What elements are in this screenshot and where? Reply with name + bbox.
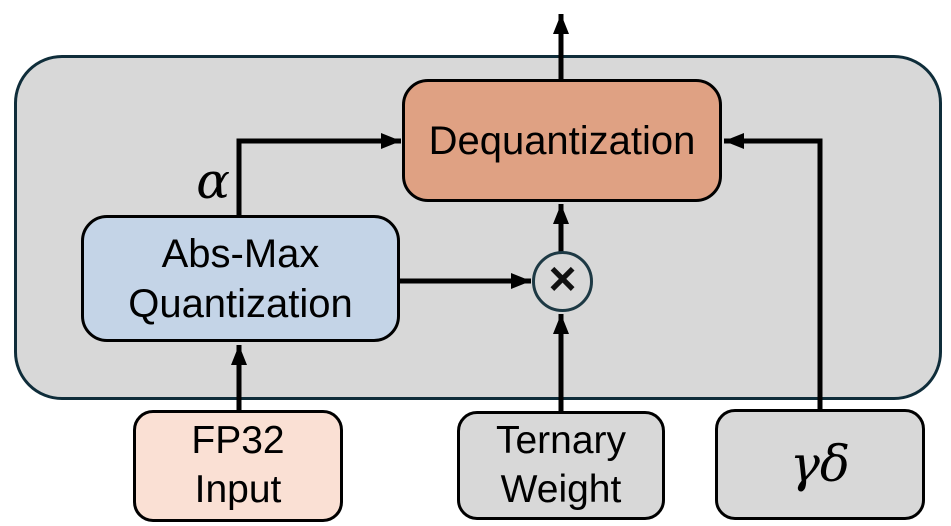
ternary-label-line2: Weight xyxy=(500,467,622,511)
absmax-quantization-node: Abs-Max Quantization xyxy=(81,215,400,342)
gamma-delta-label: γδ xyxy=(790,435,850,494)
absmax-label-line2: Quantization xyxy=(128,281,353,326)
fp32-label-line1: FP32 xyxy=(191,419,285,463)
ternary-weight-node: Ternary Weight xyxy=(457,411,665,520)
absmax-label-line1: Abs-Max xyxy=(161,231,320,276)
fp32-input-node: FP32 Input xyxy=(133,410,343,522)
fp32-label-line2: Input xyxy=(194,468,282,511)
ternary-label-line1: Ternary xyxy=(495,418,627,462)
multiply-icon: × xyxy=(548,252,577,306)
dequantization-node: Dequantization xyxy=(402,79,722,202)
gamma-delta-node: γδ xyxy=(715,409,925,520)
dequantization-label: Dequantization xyxy=(428,118,696,163)
multiply-operator-node: × xyxy=(532,251,593,312)
alpha-scale-label: α xyxy=(196,152,230,210)
